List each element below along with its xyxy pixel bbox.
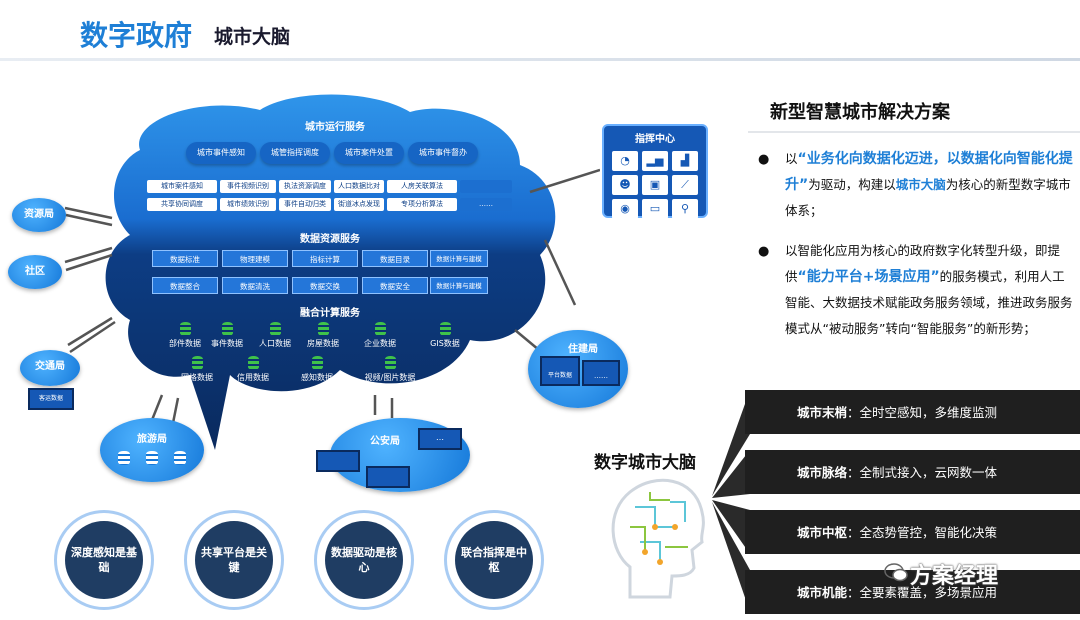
ops-cell: 执法资源调度 [279,180,331,193]
data-service-item[interactable]: 数据安全 [362,277,428,294]
data-service-item[interactable]: 数据标准 [152,250,218,267]
police-data-card [316,450,360,472]
fusion-data-item: 人口数据 [250,322,300,349]
fusion-service-title: 融合计算服务 [300,308,360,319]
database-icon [384,356,396,370]
database-icon [374,322,386,336]
data-service-title: 数据资源服务 [300,234,360,245]
fusion-data-item: 视频/图片数据 [355,356,425,383]
housing-label: 住建局 [568,344,598,355]
wechat-icon [884,563,908,582]
fusion-data-item: 事件数据 [202,322,252,349]
bubble-resource-bureau[interactable]: 资源局 [12,198,66,232]
ops-cell: 街道冰点发现 [334,198,384,211]
magnifier-icon[interactable]: ⚲ [672,199,698,219]
stats-chart-icon[interactable]: ▟ [672,151,698,171]
ops-cell: 城市案件感知 [147,180,217,193]
page-title-main: 数字政府 [80,19,193,52]
ops-pill[interactable]: 城市案件处置 [334,142,404,164]
ops-cell: 事件视频识别 [220,180,276,193]
ops-service-title: 城市运行服务 [305,122,365,133]
ops-cell [460,180,512,193]
fusion-data-item: 企业数据 [355,322,405,349]
watermark: 方案经理 [910,564,999,589]
solution-divider [748,131,1080,133]
database-icon [174,451,186,465]
fusion-data-item: 部件数据 [160,322,210,349]
brain-bar-function: 城市机能：全要素覆盖，多场景应用 [745,570,1080,614]
fusion-data-item: 房屋数据 [298,322,348,349]
command-center-panel[interactable]: 指挥中心 ◔ ▂▅ ▟ ☻ ▣ ⟋ ◉ ▭ ⚲ [602,124,708,219]
bubble-transport-bureau[interactable]: 交通局 [20,350,80,386]
ops-cell: 人口数据比对 [334,180,384,193]
bullet-icon: ● [758,152,770,167]
brain-bar-network: 城市脉络：全制式接入，云网数一体 [745,450,1080,494]
data-service-item[interactable]: 数据交换 [292,277,358,294]
data-service-item[interactable]: 数据计算与建模 [430,250,488,267]
ops-cell: 共享协同调度 [147,198,217,211]
person-card-icon[interactable]: ▣ [642,175,668,195]
fusion-data-item: 信用数据 [228,356,278,383]
solution-paragraph-1: 以“业务化向数据化迈进，以数据化向智能化提升”为驱动，构建以城市大脑为核心的新型… [785,151,1073,218]
database-icon [179,322,191,336]
data-service-item[interactable]: 物理建模 [222,250,288,267]
solution-title: 新型智慧城市解决方案 [770,102,950,123]
database-icon [269,322,281,336]
tourism-label: 旅游局 [137,434,167,445]
camera-icon[interactable]: ▭ [642,199,668,219]
people-icon[interactable]: ☻ [612,175,638,195]
database-icon [118,451,130,465]
fusion-data-item: 网格数据 [172,356,222,383]
database-icon [439,322,451,336]
data-service-item[interactable]: 数据计算与建模 [430,277,488,294]
principle-circle: 深度感知是基础 [54,510,154,610]
data-service-item[interactable]: 数据清洗 [222,277,288,294]
ops-cell: 城市绩效识别 [220,198,276,211]
brain-fan-lines [712,390,750,612]
bubble-community[interactable]: 社区 [8,255,62,289]
database-icon [146,451,158,465]
housing-data-card: …… [582,360,620,386]
ops-pill[interactable]: 城市事件感知 [186,142,256,164]
compass-icon[interactable]: ◉ [612,199,638,219]
brain-bar-hub: 城市中枢：全态势管控，智能化决策 [745,510,1080,554]
police-label: 公安局 [370,436,400,447]
ops-cell: 人房关联算法 [387,180,457,193]
bullet-icon: ● [758,244,770,259]
pie-chart-icon[interactable]: ◔ [612,151,638,171]
principle-circle: 共享平台是关键 [184,510,284,610]
bar-chart-icon[interactable]: ▂▅ [642,151,668,171]
bubble-tourism-bureau[interactable]: 旅游局 [100,418,204,482]
ops-cell: …… [460,198,512,211]
police-data-card [366,466,410,488]
database-icon [221,322,233,336]
database-icon [247,356,259,370]
fusion-data-item: 感知数据 [292,356,342,383]
database-icon [317,322,329,336]
brain-head-icon [611,478,705,599]
solution-paragraph-2: 以智能化应用为核心的政府数字化转型升级，即提供“能力平台+场景应用”的服务模式，… [785,243,1073,336]
ops-pill[interactable]: 城管指挥调度 [260,142,330,164]
page-title-sub: 城市大脑 [214,26,291,48]
data-service-item[interactable]: 数据目录 [362,250,428,267]
fusion-data-item: GIS数据 [420,322,470,349]
ops-cell: 专项分析算法 [387,198,457,211]
data-service-item[interactable]: 数据整合 [152,277,218,294]
brain-bar-endpoint: 城市末梢：全时空感知，多维度监测 [745,390,1080,434]
command-center-title: 指挥中心 [635,134,675,145]
line-chart-icon[interactable]: ⟋ [672,175,698,195]
database-icon [311,356,323,370]
database-icon [191,356,203,370]
police-data-card: … [418,428,462,450]
ops-cell: 事件自动归类 [279,198,331,211]
data-service-item[interactable]: 指标计算 [292,250,358,267]
brain-title: 数字城市大脑 [594,453,696,473]
principle-circle: 数据驱动是核心 [314,510,414,610]
title-divider [0,58,1080,61]
ops-pill[interactable]: 城市事件督办 [408,142,478,164]
housing-data-card: 平台数据 [540,356,580,386]
principle-circle: 联合指挥是中枢 [444,510,544,610]
transport-data-card: 客运数据 [28,388,74,410]
